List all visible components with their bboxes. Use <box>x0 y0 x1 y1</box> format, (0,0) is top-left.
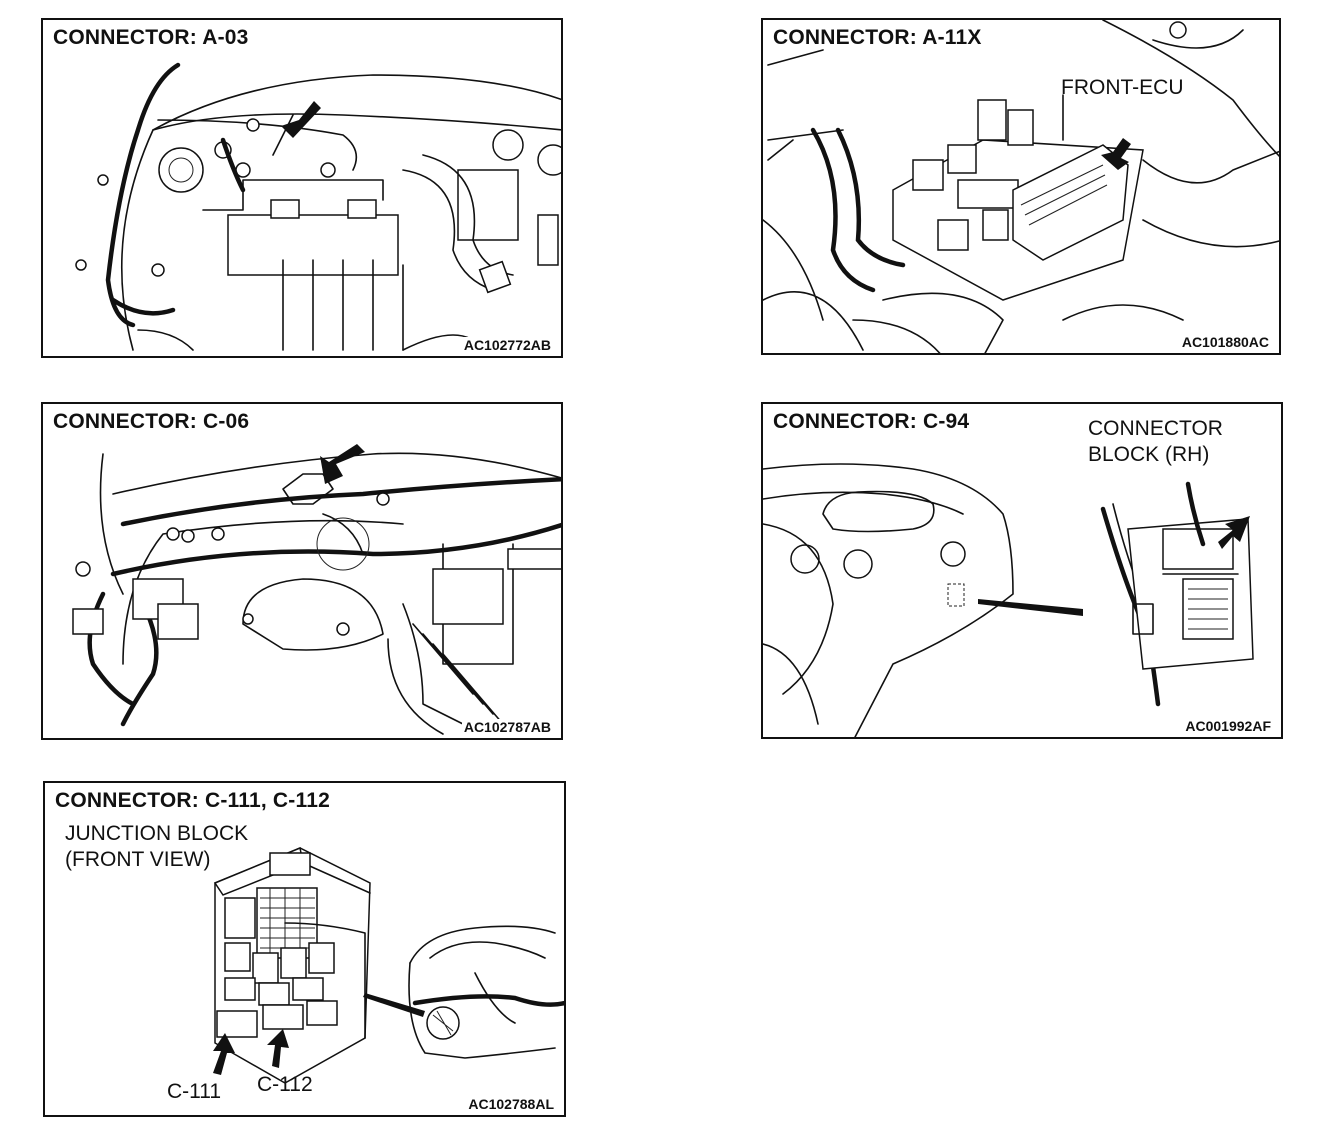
c-112-arrow-icon <box>267 1029 289 1068</box>
c-111-arrow-icon <box>213 1033 235 1075</box>
arrow-icon <box>281 101 321 138</box>
panel-title: CONNECTOR: A-03 <box>53 26 249 49</box>
c-111-label: C-111 <box>167 1080 222 1103</box>
connector-block-label-line-2: BLOCK (RH) <box>1088 443 1210 466</box>
junction-block-label-line-1: JUNCTION BLOCK <box>65 822 249 845</box>
arrow-icon <box>1218 516 1250 549</box>
panel-connector-a-11x: CONNECTOR: A-11X FRONT-ECU AC101880AC <box>761 18 1281 355</box>
front-ecu-label: FRONT-ECU <box>1061 76 1184 99</box>
panel-title: CONNECTOR: C-94 <box>773 410 970 433</box>
figure-code: AC102787AB <box>461 719 553 735</box>
arrow-icon <box>1101 138 1131 170</box>
connector-block-label-line-1: CONNECTOR <box>1088 417 1223 440</box>
panel-title: CONNECTOR: A-11X <box>773 26 982 49</box>
arrow-icon <box>320 444 365 484</box>
dashboard-connector-block-illustration <box>763 463 1254 737</box>
panel-connector-c-94: CONNECTOR: C-94 CONNECTOR BLOCK (RH) AC0… <box>761 402 1283 739</box>
figure-code: AC102772AB <box>461 337 553 353</box>
engine-bay-illustration <box>75 62 561 351</box>
c-112-label: C-112 <box>257 1073 313 1096</box>
junction-box-illustration <box>763 20 1279 353</box>
figure-code: AC101880AC <box>1179 334 1271 350</box>
junction-block-label: JUNCTION BLOCK (FRONT VIEW) <box>65 821 248 873</box>
panel-connector-c-06: CONNECTOR: C-06 AC102787AB <box>41 402 563 740</box>
panel-title: CONNECTOR: C-06 <box>53 410 250 433</box>
figure-code: AC102788AL <box>466 1096 556 1112</box>
panel-title: CONNECTOR: C-111, C-112 <box>55 789 330 812</box>
junction-block-label-line-2: (FRONT VIEW) <box>65 848 211 871</box>
panel-connector-a-03: CONNECTOR: A-03 AC102772AB <box>41 18 563 358</box>
junction-block-illustration <box>213 846 564 1084</box>
figure-code: AC001992AF <box>1183 718 1273 734</box>
panel-connector-c-111-c-112: CONNECTOR: C-111, C-112 JUNCTION BLOCK (… <box>43 781 566 1117</box>
dashboard-harness-illustration <box>72 444 561 735</box>
connector-block-label: CONNECTOR BLOCK (RH) <box>1088 416 1223 468</box>
